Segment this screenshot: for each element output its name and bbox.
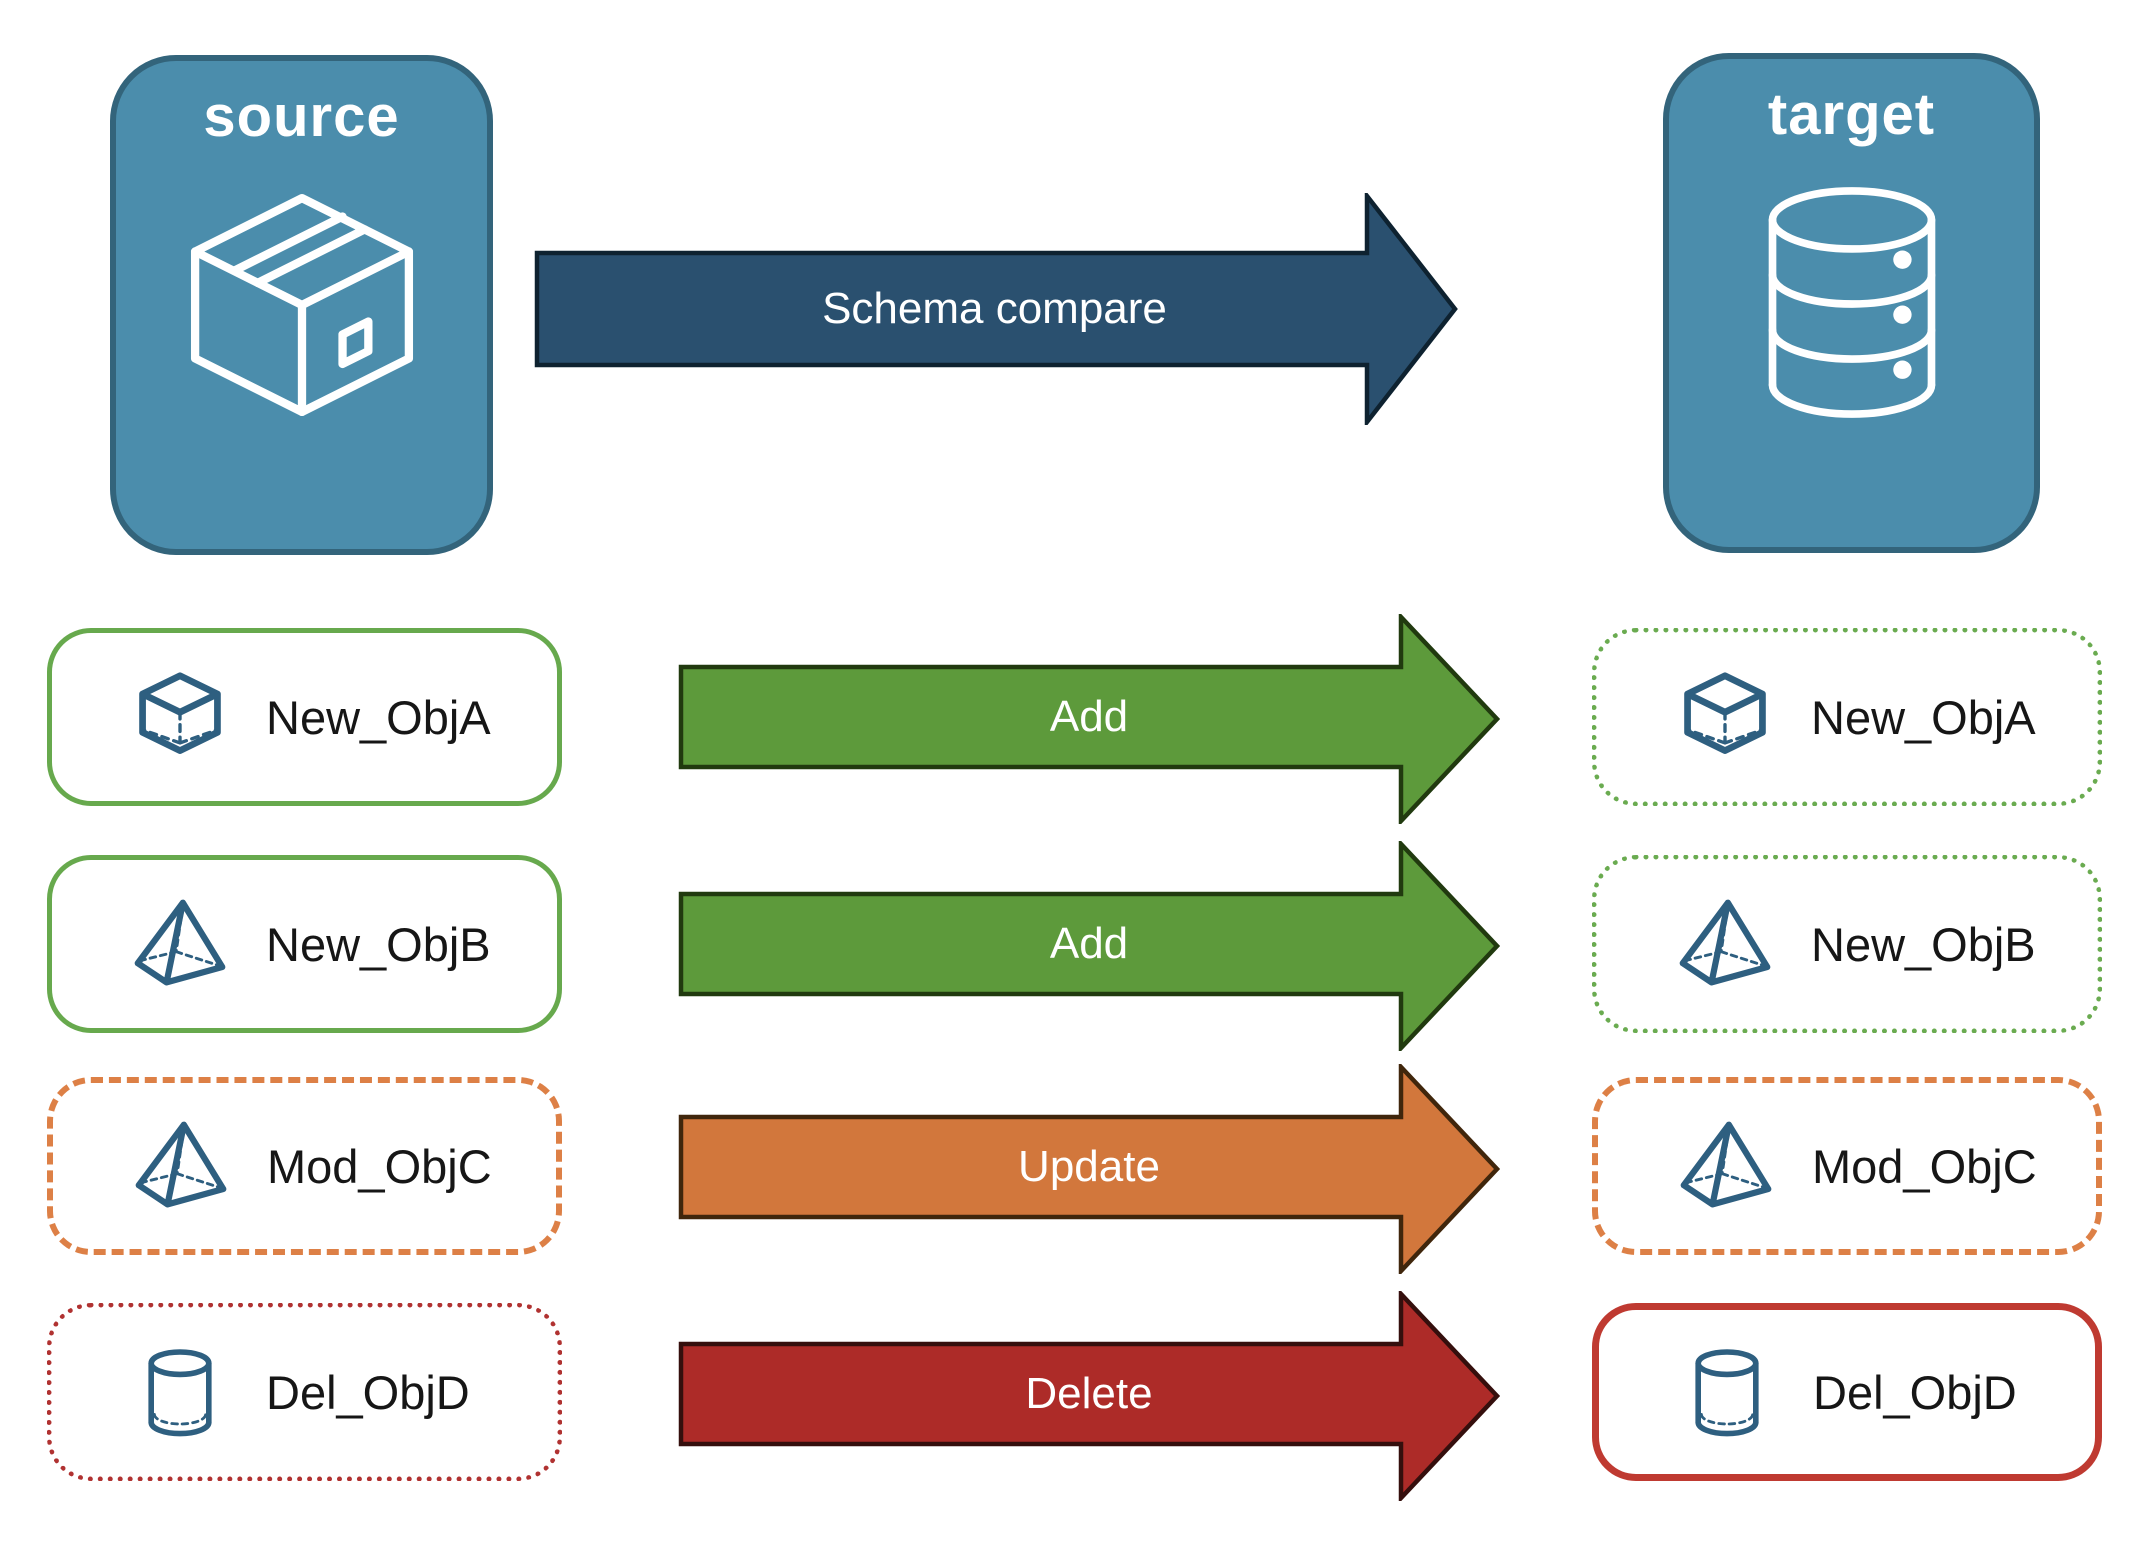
cube-icon bbox=[1684, 672, 1766, 754]
source-object-mod-objc: Mod_ObjC bbox=[47, 1077, 562, 1255]
object-label: New_ObjA bbox=[1811, 690, 2036, 744]
pyramid-icon bbox=[1680, 1121, 1772, 1208]
package-box-icon bbox=[190, 193, 413, 417]
target-object-new-objb: New_ObjB bbox=[1592, 855, 2102, 1033]
source-object-del-objd: Del_ObjD bbox=[47, 1303, 562, 1481]
delete-arrow bbox=[678, 1291, 1500, 1501]
add-arrow-row1 bbox=[678, 614, 1500, 824]
database-icon bbox=[1768, 187, 1935, 418]
update-arrow bbox=[678, 1064, 1500, 1274]
object-label: New_ObjB bbox=[266, 917, 491, 971]
object-label: Mod_ObjC bbox=[1812, 1139, 2037, 1193]
object-label: Del_ObjD bbox=[1813, 1365, 2017, 1419]
target-object-mod-objc: Mod_ObjC bbox=[1592, 1077, 2102, 1255]
object-label: New_ObjB bbox=[1811, 917, 2036, 971]
cube-icon bbox=[139, 672, 221, 754]
object-label: Del_ObjD bbox=[266, 1365, 470, 1419]
target-title: target bbox=[1767, 82, 1936, 147]
pyramid-icon bbox=[134, 899, 226, 986]
target-object-del-objd: Del_ObjD bbox=[1592, 1303, 2102, 1481]
source-object-new-obja: New_ObjA bbox=[47, 628, 562, 806]
add-arrow-row2 bbox=[678, 841, 1500, 1051]
object-label: New_ObjA bbox=[266, 690, 491, 744]
source-title: source bbox=[203, 84, 400, 149]
target-panel: target bbox=[1663, 53, 2040, 553]
source-panel: source bbox=[110, 55, 493, 555]
pyramid-icon bbox=[135, 1121, 227, 1208]
cylinder-icon bbox=[1695, 1349, 1759, 1437]
pyramid-icon bbox=[1679, 899, 1771, 986]
target-object-new-obja: New_ObjA bbox=[1592, 628, 2102, 806]
source-object-new-objb: New_ObjB bbox=[47, 855, 562, 1033]
schema-compare-arrow bbox=[534, 193, 1458, 425]
object-label: Mod_ObjC bbox=[267, 1139, 492, 1193]
cylinder-icon bbox=[148, 1349, 212, 1437]
